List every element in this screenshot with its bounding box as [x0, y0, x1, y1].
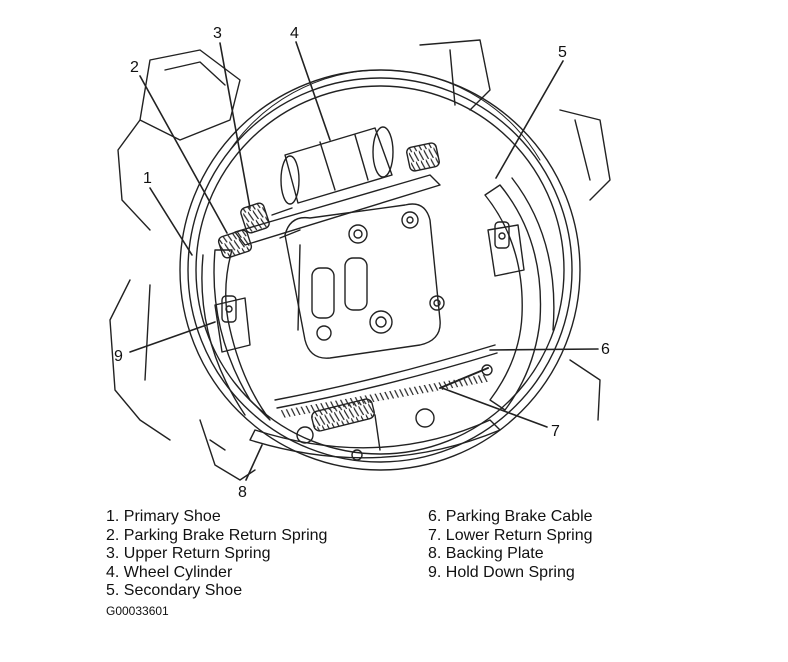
legend-item: 3. Upper Return Spring	[106, 545, 271, 562]
callout-9: 9	[114, 348, 123, 365]
callout-3: 3	[213, 25, 222, 42]
callout-leaders	[129, 41, 599, 481]
legend-item: 2. Parking Brake Return Spring	[106, 526, 328, 544]
parking-brake-cable	[274, 344, 498, 419]
legend-item: 7. Lower Return Spring	[428, 526, 593, 544]
callout-8: 8	[238, 484, 247, 500]
callout-5: 5	[558, 44, 567, 61]
legend-item: 4. Wheel Cylinder	[106, 563, 233, 581]
brake-assembly-illustration: 1 2 3 4 5 6 7 8 9	[109, 25, 611, 500]
legend-item: 6. Parking Brake Cable	[428, 508, 593, 525]
shoe-web-bottom	[249, 408, 501, 461]
legend-item: 9. Hold Down Spring	[428, 563, 575, 581]
legend-item: 1. Primary Shoe	[106, 508, 221, 525]
legend-column-left: 1. Primary Shoe 2. Parking Brake Return …	[106, 508, 327, 601]
upper-return-spring-end	[406, 142, 440, 172]
parking-brake-return-spring	[217, 229, 253, 259]
callout-1: 1	[143, 170, 152, 187]
wheel-cylinder	[271, 126, 394, 239]
hold-down-spring-left	[214, 295, 251, 353]
legend-item: 8. Backing Plate	[428, 545, 544, 562]
hold-down-spring-right	[487, 221, 525, 277]
callout-2: 2	[130, 59, 139, 76]
figure-id: G00033601	[106, 604, 169, 618]
callout-7: 7	[551, 423, 560, 440]
upper-return-spring	[240, 202, 270, 234]
callout-6: 6	[601, 341, 610, 358]
legend-column-right: 6. Parking Brake Cable 7. Lower Return S…	[428, 508, 593, 582]
backing-plate	[179, 69, 581, 471]
background-chassis	[109, 39, 611, 481]
primary-shoe	[201, 249, 271, 421]
callout-4: 4	[290, 25, 299, 42]
secondary-shoe	[484, 177, 555, 411]
hub-plate	[284, 203, 445, 359]
legend-item: 5. Secondary Shoe	[106, 582, 243, 599]
